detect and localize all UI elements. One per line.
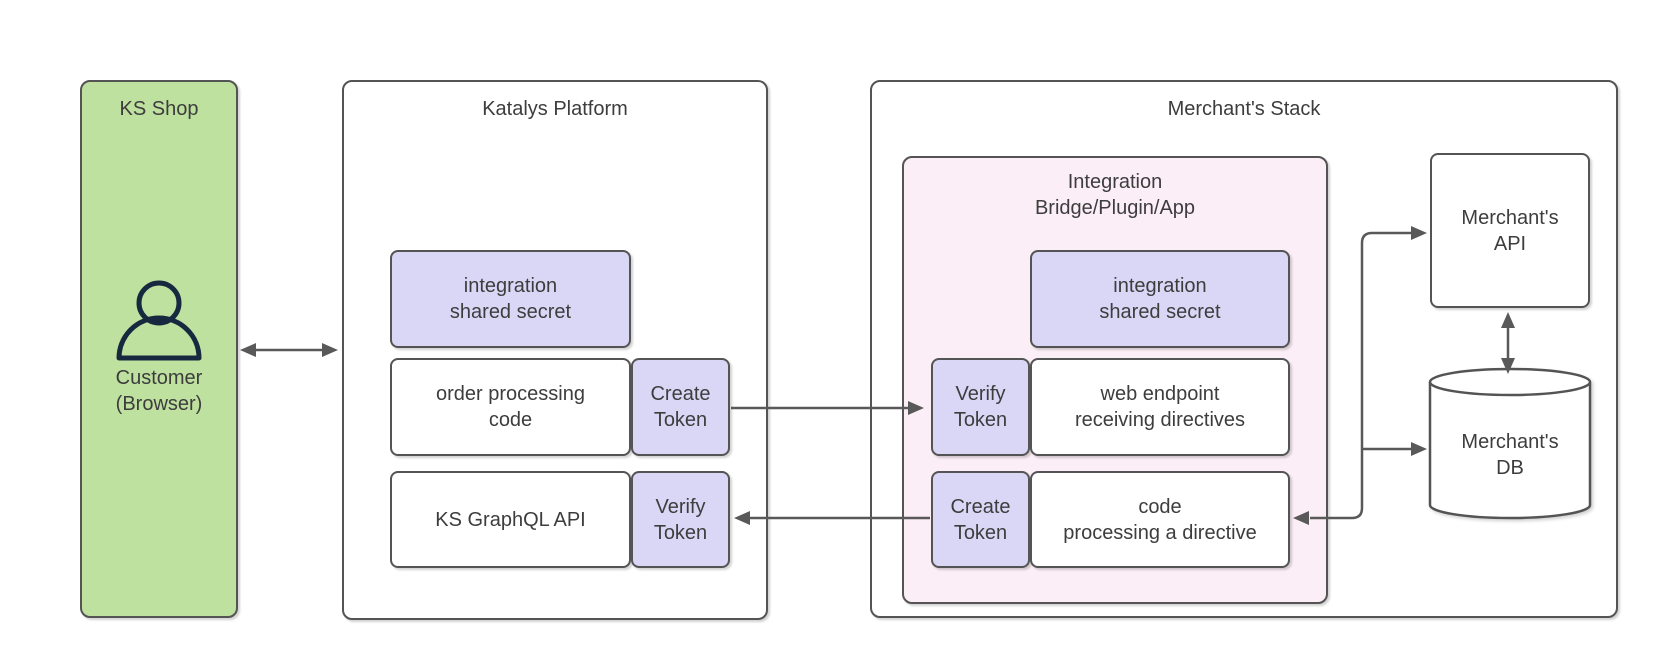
katalys-verify-token-box: Verify Token [631,471,730,568]
katalys-create-token-label: Create Token [650,383,711,431]
merchant-db-label: Merchant's DB [1461,430,1559,479]
merchant-api-box: Merchant's API [1430,153,1590,308]
ks-graphql-api-label: KS GraphQL API [435,508,586,531]
merchant-verify-token-box: Verify Token [931,358,1030,456]
merchant-api-label: Merchant's API [1461,206,1559,255]
merchant-db-label-wrap: Merchant's DB [1430,422,1590,487]
katalys-shared-secret-box: integration shared secret [390,250,631,348]
web-endpoint-label: web endpoint receiving directives [1074,383,1246,431]
customer-katalys-arrow [240,343,338,357]
katalys-shared-secret-label: integration shared secret [449,275,572,323]
katalys-platform-title: Katalys Platform [482,98,628,120]
merchant-create-token-label: Create Token [950,495,1011,544]
katalys-create-token-box: Create Token [631,358,730,456]
customer-label: Customer (Browser) [115,367,203,415]
code-processing-directive-label: code processing a directive [1063,495,1257,544]
merchant-stack-title: Merchant's Stack [1167,98,1321,120]
ks-shop-title: KS Shop [119,98,199,120]
merchant-verify-token-label: Verify Token [953,383,1008,431]
order-processing-code-box: order processing code [390,358,631,456]
order-processing-code-label: order processing code [436,383,585,431]
katalys-verify-token-label: Verify Token [653,495,708,544]
ks-graphql-api-box: KS GraphQL API [390,471,631,568]
merchant-shared-secret-box: integration shared secret [1030,250,1290,348]
web-endpoint-box: web endpoint receiving directives [1030,358,1290,456]
integration-bridge-title: Integration Bridge/Plugin/App [1034,171,1196,219]
ks-shop-container: KS Shop [80,80,238,618]
customer-label-wrap: Customer (Browser) [80,365,238,417]
merchant-shared-secret-label: integration shared secret [1099,275,1221,323]
code-processing-directive-box: code processing a directive [1030,471,1290,568]
merchant-create-token-box: Create Token [931,471,1030,568]
